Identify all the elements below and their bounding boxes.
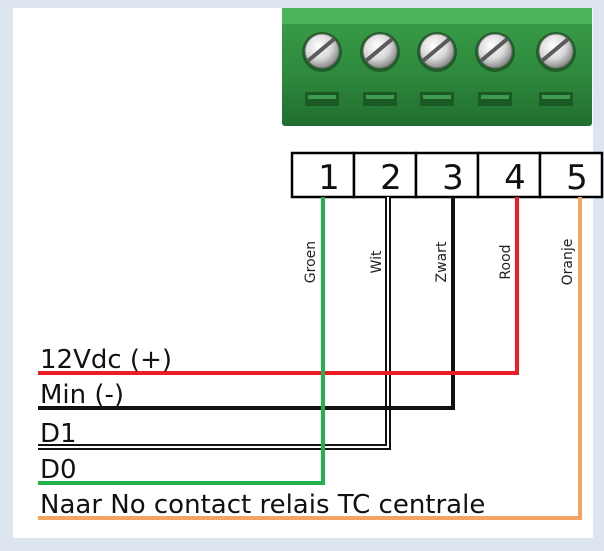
wire-color-label: Groen [303,241,319,283]
terminal-box-4: 4 [476,151,542,199]
wire-color-label: Rood [498,244,514,279]
connection-label: Min (-) [40,380,124,410]
connection-label: D0 [40,455,77,485]
wire-color-labels: Groen Wit Zwart Rood Oranje [303,239,576,286]
wire-color-label: Oranje [560,239,576,286]
wire-min [38,197,455,410]
terminal-box-1: 1 [290,151,356,199]
terminal-block-connector [282,8,592,126]
connection-label: Naar No contact relais TC centrale [40,490,485,520]
wire-color-label: Wit [369,250,385,273]
terminal-box-5: 5 [538,151,604,199]
terminal-number: 1 [318,158,340,198]
wires [38,197,582,520]
connection-label: 12Vdc (+) [40,345,172,375]
terminal-box-2: 2 [352,151,418,199]
wire-12vdc [38,197,519,375]
terminal-box-3: 3 [414,151,480,199]
connection-label: D1 [40,419,77,449]
wire-d1-core [38,197,389,448]
screw-icon [417,32,457,72]
screw-icon [536,32,576,72]
terminal-number: 3 [442,158,464,198]
terminal-number: 4 [504,158,526,198]
terminal-number: 5 [566,158,588,198]
screw-icon [475,32,515,72]
wire-color-label: Zwart [434,241,450,282]
screw-icon [360,32,400,72]
screw-icon [302,32,342,72]
terminal-number: 2 [380,158,402,198]
wire-d0 [38,197,325,485]
wire-relais [38,197,582,520]
